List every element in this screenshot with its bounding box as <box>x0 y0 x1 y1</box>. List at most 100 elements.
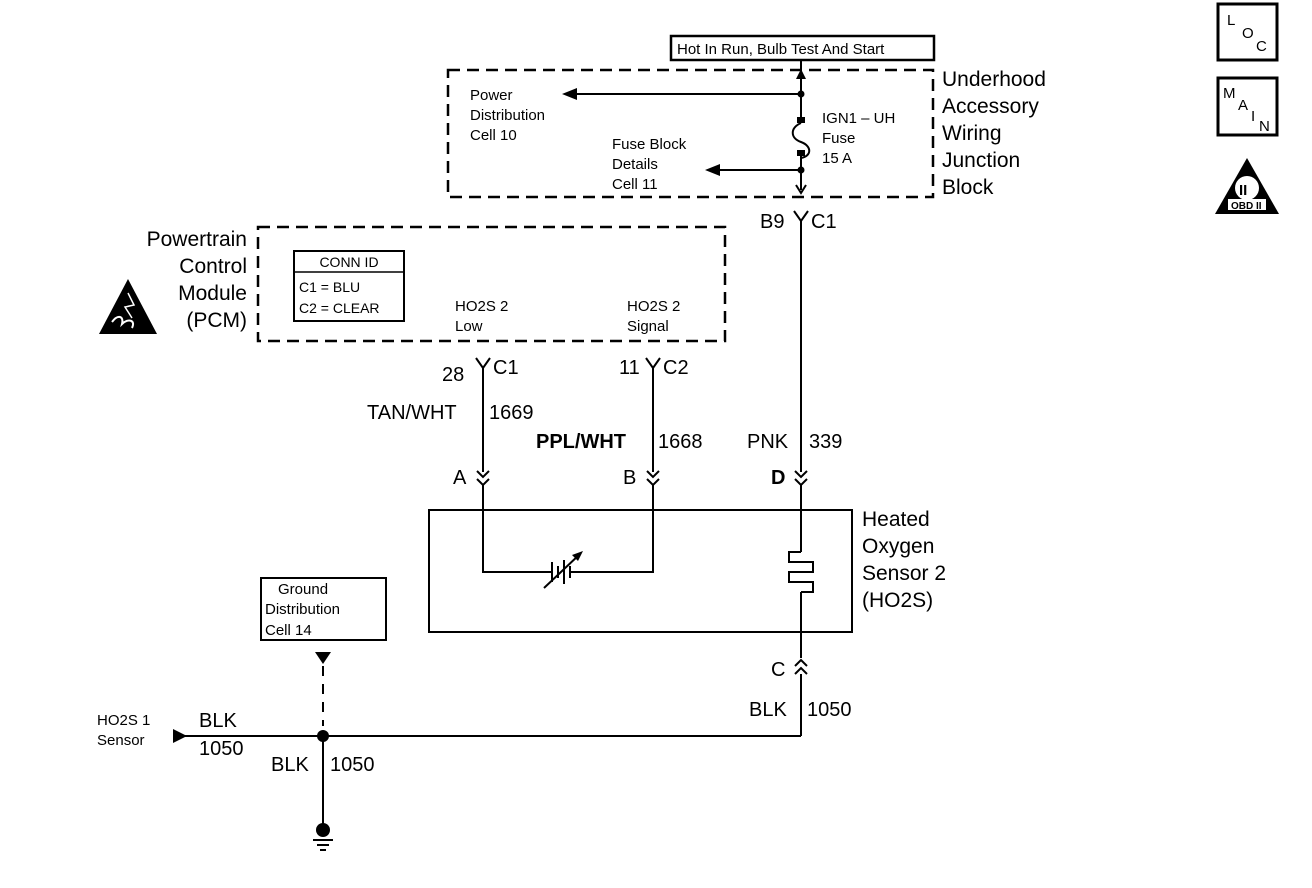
tan-color: TAN/WHT <box>367 402 457 424</box>
power-distribution-ref[interactable]: Power Distribution Cell 10 <box>470 87 545 144</box>
pcm-title: Powertrain Control Module (PCM) <box>147 228 247 332</box>
connector-id: C2 <box>663 357 689 379</box>
loc-letter-l: L <box>1227 12 1235 29</box>
ho2s1-label: HO2S 1 <box>97 712 150 729</box>
blk-sensor-color: BLK <box>749 699 787 721</box>
pin-label: B <box>623 467 636 489</box>
header-box <box>669 34 936 62</box>
sensor-title: Heated Oxygen Sensor 2 (HO2S) <box>862 508 946 612</box>
pcm-title-line: Powertrain <box>147 228 247 251</box>
junction-title-line: Wiring <box>942 122 1002 145</box>
connector-b9-c1: B9 C1 <box>760 210 837 233</box>
ground-dist-line: Cell 14 <box>265 622 312 639</box>
sensor-outline <box>428 509 853 633</box>
obd-ii-icon[interactable]: II OBD II <box>1215 158 1279 214</box>
arrow-up-icon <box>796 69 806 79</box>
sensor-pin-c: C <box>771 658 808 681</box>
heater-element-icon <box>788 551 814 593</box>
fuse-details-line: Details <box>612 156 658 173</box>
connector-id: C1 <box>811 211 837 233</box>
sensor-title-line: Heated <box>862 508 930 531</box>
junction-block-title: Underhood Accessory Wiring Junction Bloc… <box>942 68 1046 199</box>
splice-dot <box>797 90 805 98</box>
power-dist-line: Cell 10 <box>470 127 517 144</box>
ppl-color: PPL/WHT <box>536 431 626 453</box>
blk-sensor-circuit: 1050 <box>807 699 852 721</box>
junction-title-line: Block <box>942 176 994 199</box>
pcm-title-line: (PCM) <box>186 309 247 332</box>
ground-icon <box>313 823 333 851</box>
connector-pin: 28 <box>442 364 464 386</box>
fuse-label: Fuse <box>822 130 855 147</box>
pnk-color: PNK <box>747 431 789 453</box>
fuse-label: 15 A <box>822 150 852 167</box>
arrow-left-icon <box>562 88 577 100</box>
junction-title-line: Underhood <box>942 68 1046 91</box>
junction-title-line: Junction <box>942 149 1020 172</box>
sensor-title-line: Oxygen <box>862 535 934 558</box>
ho2s-signal-label: Signal <box>627 318 669 335</box>
splice-dot <box>797 166 805 174</box>
blk-ground-circuit: 1050 <box>330 754 375 776</box>
ho2s-signal-label: HO2S 2 <box>627 298 680 315</box>
conn-id-box: CONN ID C1 = BLU C2 = CLEAR <box>293 250 405 322</box>
ho2s-low-label: HO2S 2 <box>455 298 508 315</box>
connector-pin: B9 <box>760 211 784 233</box>
loc-letter-o: O <box>1242 25 1254 42</box>
sensor-title-line: (HO2S) <box>862 589 933 612</box>
ground-distribution-ref[interactable]: Ground Distribution Cell 14 <box>260 577 387 641</box>
ho2s1-label: Sensor <box>97 732 145 749</box>
main-letter-m: M <box>1223 85 1236 102</box>
pin-label: D <box>771 467 785 489</box>
connector-11-c2: 11 C2 <box>619 357 689 379</box>
ppl-circuit: 1668 <box>658 431 703 453</box>
fuse-details-line: Fuse Block <box>612 136 687 153</box>
conn-id-title: CONN ID <box>319 254 378 270</box>
pcm-title-line: Module <box>178 282 247 305</box>
ground-dist-line: Ground <box>278 581 328 598</box>
connector-pin: 11 <box>619 357 640 379</box>
blk-ground-color: BLK <box>271 754 309 776</box>
blk-left-color: BLK <box>199 710 237 732</box>
obd-label: OBD II <box>1231 201 1262 212</box>
fuse-details-line: Cell 11 <box>612 176 658 193</box>
main-letter-n: N <box>1259 118 1270 135</box>
main-letter-a: A <box>1238 97 1248 114</box>
loc-letter-c: C <box>1256 38 1267 55</box>
main-letter-i: I <box>1251 108 1255 125</box>
tan-circuit: 1669 <box>489 402 534 424</box>
ho2s-low-label: Low <box>455 318 483 335</box>
arrow-down-icon <box>315 652 331 664</box>
conn-id-line: C1 = BLU <box>299 279 360 295</box>
pcm-outline <box>256 225 727 343</box>
fuse-icon <box>791 122 811 159</box>
pcm-title-line: Control <box>179 255 247 278</box>
arrow-left-icon <box>705 164 720 176</box>
fuse-label: IGN1 – UH <box>822 110 895 127</box>
connector-id: C1 <box>493 357 519 379</box>
fuse-block-details-ref[interactable]: Fuse Block Details Cell 11 <box>612 136 687 193</box>
sensor-title-line: Sensor 2 <box>862 562 946 585</box>
main-icon[interactable]: M A I N <box>1216 76 1279 137</box>
connector-28-c1: 28 C1 <box>442 357 519 386</box>
pnk-circuit: 339 <box>809 431 842 453</box>
ground-dist-line: Distribution <box>265 601 340 618</box>
variable-cell-icon <box>542 551 583 589</box>
power-dist-line: Distribution <box>470 107 545 124</box>
obd-numeral: II <box>1239 182 1247 199</box>
sensor-low-wire <box>482 485 542 573</box>
loc-icon[interactable]: L O C <box>1216 2 1279 62</box>
blk-left-circuit: 1050 <box>199 738 244 760</box>
header-box-text: Hot In Run, Bulb Test And Start <box>677 41 885 58</box>
sensor-signal-wire <box>582 485 654 573</box>
arrow-left-icon <box>173 729 187 743</box>
ign1-fuse: IGN1 – UH Fuse 15 A <box>791 69 895 195</box>
esd-warning-icon <box>99 279 157 334</box>
power-dist-line: Power <box>470 87 513 104</box>
pin-label: A <box>453 467 467 489</box>
conn-id-line: C2 = CLEAR <box>299 300 380 316</box>
junction-title-line: Accessory <box>942 95 1039 118</box>
junction-block-outline <box>446 68 935 199</box>
pin-label: C <box>771 659 785 681</box>
